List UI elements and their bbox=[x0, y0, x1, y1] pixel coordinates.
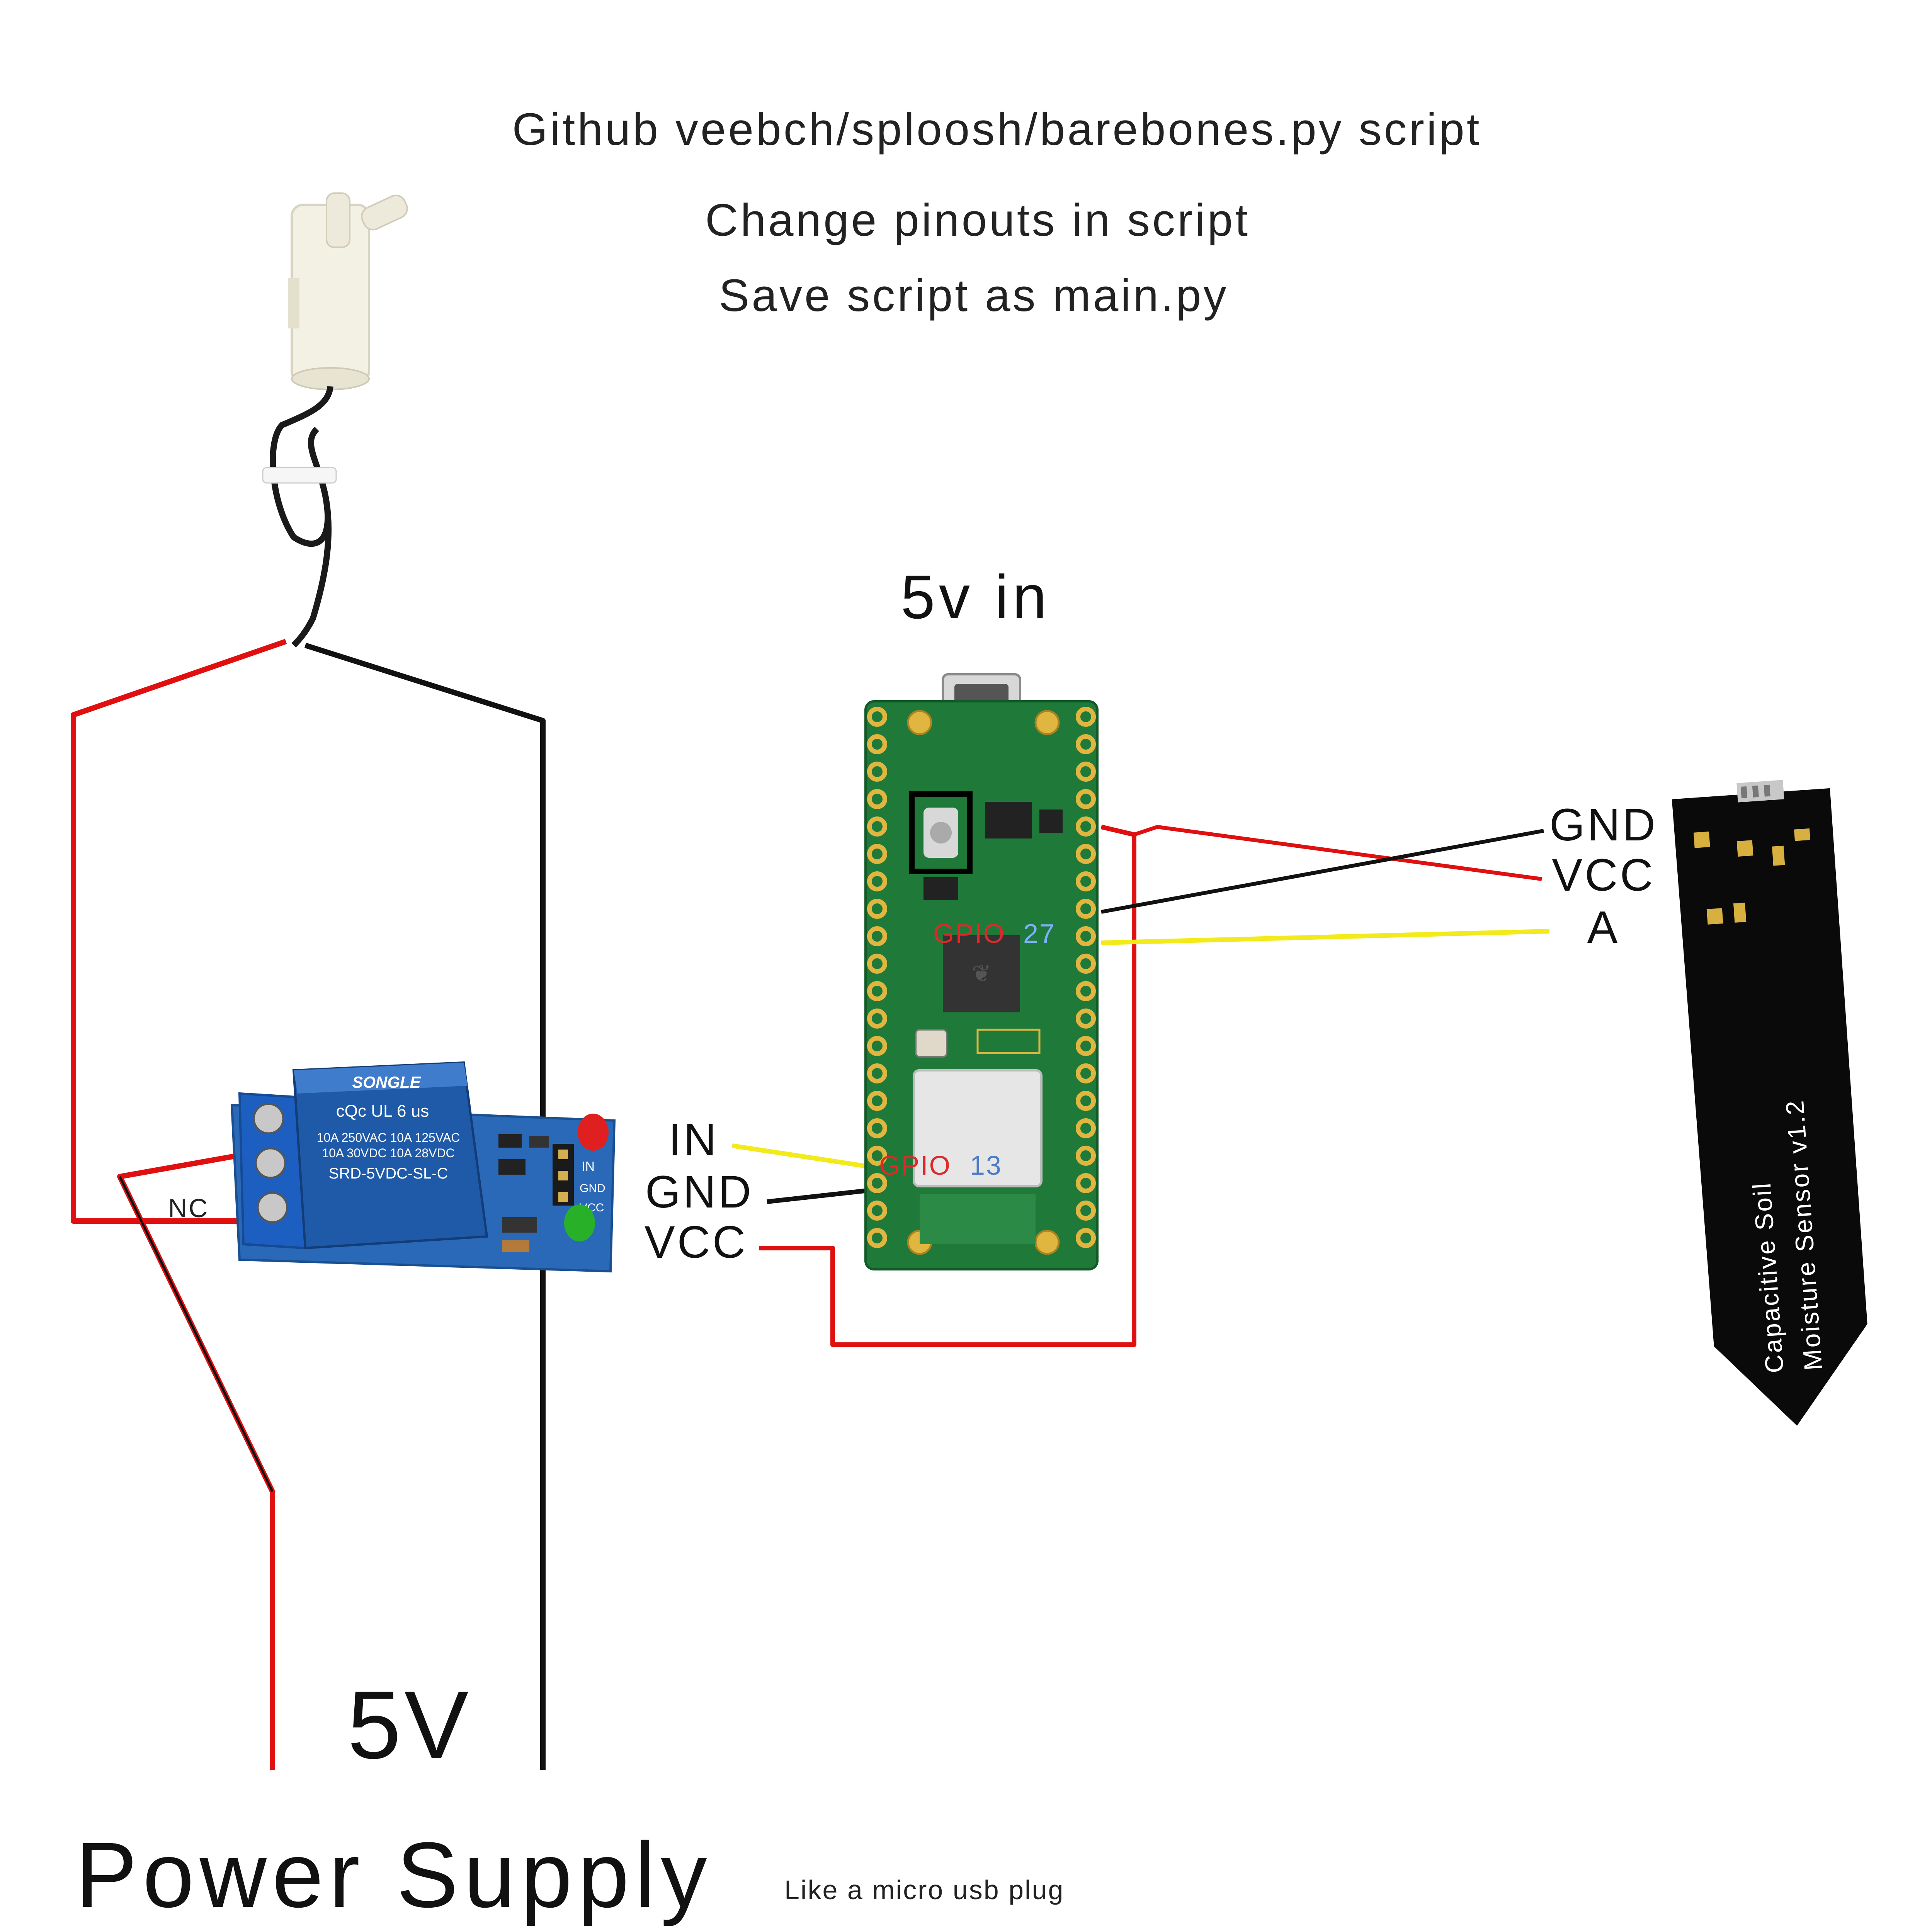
relay-pin-in: IN bbox=[582, 1159, 595, 1174]
pico-pin-pad bbox=[1076, 1036, 1096, 1056]
power-title: Power Supply bbox=[75, 1823, 713, 1927]
soil-moisture-sensor: Capacitive Soil Moisture Sensor v1.2 bbox=[1672, 780, 1867, 1426]
pico-pin-pad bbox=[1076, 816, 1096, 837]
relay-module: SONGLE cQc UL 6 us 10A 250VAC 10A 125VAC… bbox=[168, 1061, 616, 1273]
pico-pin-pad bbox=[1076, 1118, 1096, 1138]
wire-pump-black bbox=[304, 643, 546, 1770]
pico-pin-pad bbox=[1076, 734, 1096, 754]
relay-green-led bbox=[564, 1204, 595, 1242]
wire-sensor-vcc bbox=[1133, 825, 1542, 881]
pico-pin-pad bbox=[867, 954, 887, 974]
bootsel-button bbox=[909, 791, 973, 874]
pico-pin-pad bbox=[1076, 1091, 1096, 1111]
rp2040-chip bbox=[943, 935, 1020, 1012]
pico-pins-left bbox=[867, 707, 887, 1248]
pico-pin-pad bbox=[1076, 1228, 1096, 1248]
pico-pin-pad bbox=[867, 1146, 887, 1166]
gpio-13-prefix: GPIO bbox=[879, 1150, 951, 1180]
pico-pin-pad bbox=[867, 871, 887, 891]
relay-label-vcc: VCC bbox=[645, 1217, 748, 1268]
wire-pump-red bbox=[71, 639, 287, 1224]
pico-pin-pad bbox=[1076, 954, 1096, 974]
power-voltage: 5V bbox=[347, 1671, 472, 1779]
sensor-label-a: A bbox=[1587, 902, 1620, 953]
pico-pin-pad bbox=[867, 926, 887, 946]
pico-pin-pad bbox=[867, 707, 887, 727]
wire-relay-in bbox=[732, 1143, 872, 1169]
wire-sensor-a bbox=[1101, 929, 1550, 945]
pico-power-label: 5v in bbox=[901, 562, 1051, 631]
pico-pins-right bbox=[1076, 707, 1096, 1248]
pico-pin-pad bbox=[1076, 871, 1096, 891]
wire-sensor-gnd bbox=[1101, 829, 1544, 914]
wire-relay-vcc bbox=[759, 825, 1136, 1347]
header-line-2: Change pinouts in script bbox=[705, 195, 1250, 246]
pico-board: 5v in ❦ GPIO 27 GPIO 13 bbox=[864, 562, 1099, 1270]
header-line-3: Save script as main.py bbox=[719, 270, 1228, 321]
header-line-1: Github veebch/sploosh/barebones.py scrip… bbox=[512, 104, 1481, 155]
sensor-label-gnd: GND bbox=[1549, 799, 1658, 850]
wires bbox=[71, 639, 1550, 1770]
pico-pin-pad bbox=[1076, 1009, 1096, 1029]
gpio-27-prefix: GPIO bbox=[933, 918, 1005, 949]
relay-red-led bbox=[578, 1114, 609, 1151]
wire-relay-gnd bbox=[767, 1188, 872, 1204]
pico-pin-pad bbox=[1076, 1173, 1096, 1193]
pico-pin-pad bbox=[1076, 789, 1096, 809]
wire-supply-red-shadow bbox=[119, 1176, 274, 1492]
pico-pin-pad bbox=[867, 734, 887, 754]
pico-pin-pad bbox=[1076, 762, 1096, 782]
water-pump bbox=[262, 192, 408, 648]
pico-pin-pad bbox=[1076, 926, 1096, 946]
relay-brand: SONGLE bbox=[352, 1073, 421, 1091]
pico-pin-pad bbox=[1076, 844, 1096, 864]
pico-pin-pad bbox=[1076, 981, 1096, 1001]
relay-rating-1: 10A 250VAC 10A 125VAC bbox=[317, 1131, 460, 1145]
relay-model: SRD-5VDC-SL-C bbox=[329, 1165, 448, 1182]
pico-pin-pad bbox=[867, 1118, 887, 1138]
pico-pin-pad bbox=[867, 1228, 887, 1248]
pico-pin-pad bbox=[867, 789, 887, 809]
sensor-label-vcc: VCC bbox=[1552, 850, 1655, 901]
relay-label-in: IN bbox=[668, 1114, 719, 1165]
pico-pin-pad bbox=[867, 1201, 887, 1221]
pico-pin-pad bbox=[867, 1063, 887, 1083]
pico-pin-pad bbox=[1076, 899, 1096, 919]
pico-pin-pad bbox=[867, 1036, 887, 1056]
pico-pin-pad bbox=[867, 816, 887, 837]
pico-pin-pad bbox=[867, 762, 887, 782]
wifi-module bbox=[913, 1069, 1043, 1187]
pico-pin-pad bbox=[867, 1009, 887, 1029]
pico-pin-pad bbox=[867, 899, 887, 919]
pico-pin-pad bbox=[867, 1173, 887, 1193]
power-note: Like a micro usb plug bbox=[784, 1875, 1064, 1905]
gpio-27-number: 27 bbox=[1023, 918, 1056, 949]
pico-pin-pad bbox=[1076, 1063, 1096, 1083]
pico-pin-pad bbox=[1076, 1146, 1096, 1166]
pico-pin-pad bbox=[867, 981, 887, 1001]
pico-pin-pad bbox=[867, 844, 887, 864]
relay-rating-2: 10A 30VDC 10A 28VDC bbox=[322, 1146, 454, 1160]
pico-pin-pad bbox=[867, 1091, 887, 1111]
relay-label-gnd: GND bbox=[645, 1167, 753, 1218]
gpio-13-number: 13 bbox=[970, 1150, 1002, 1180]
relay-cert: cQc UL 6 us bbox=[336, 1102, 429, 1121]
svg-text:❦: ❦ bbox=[972, 961, 991, 986]
pico-pin-pad bbox=[1076, 707, 1096, 727]
relay-pin-gnd: GND bbox=[580, 1182, 605, 1195]
pico-pin-pad bbox=[1076, 1201, 1096, 1221]
relay-nc-label: NC bbox=[168, 1194, 209, 1223]
